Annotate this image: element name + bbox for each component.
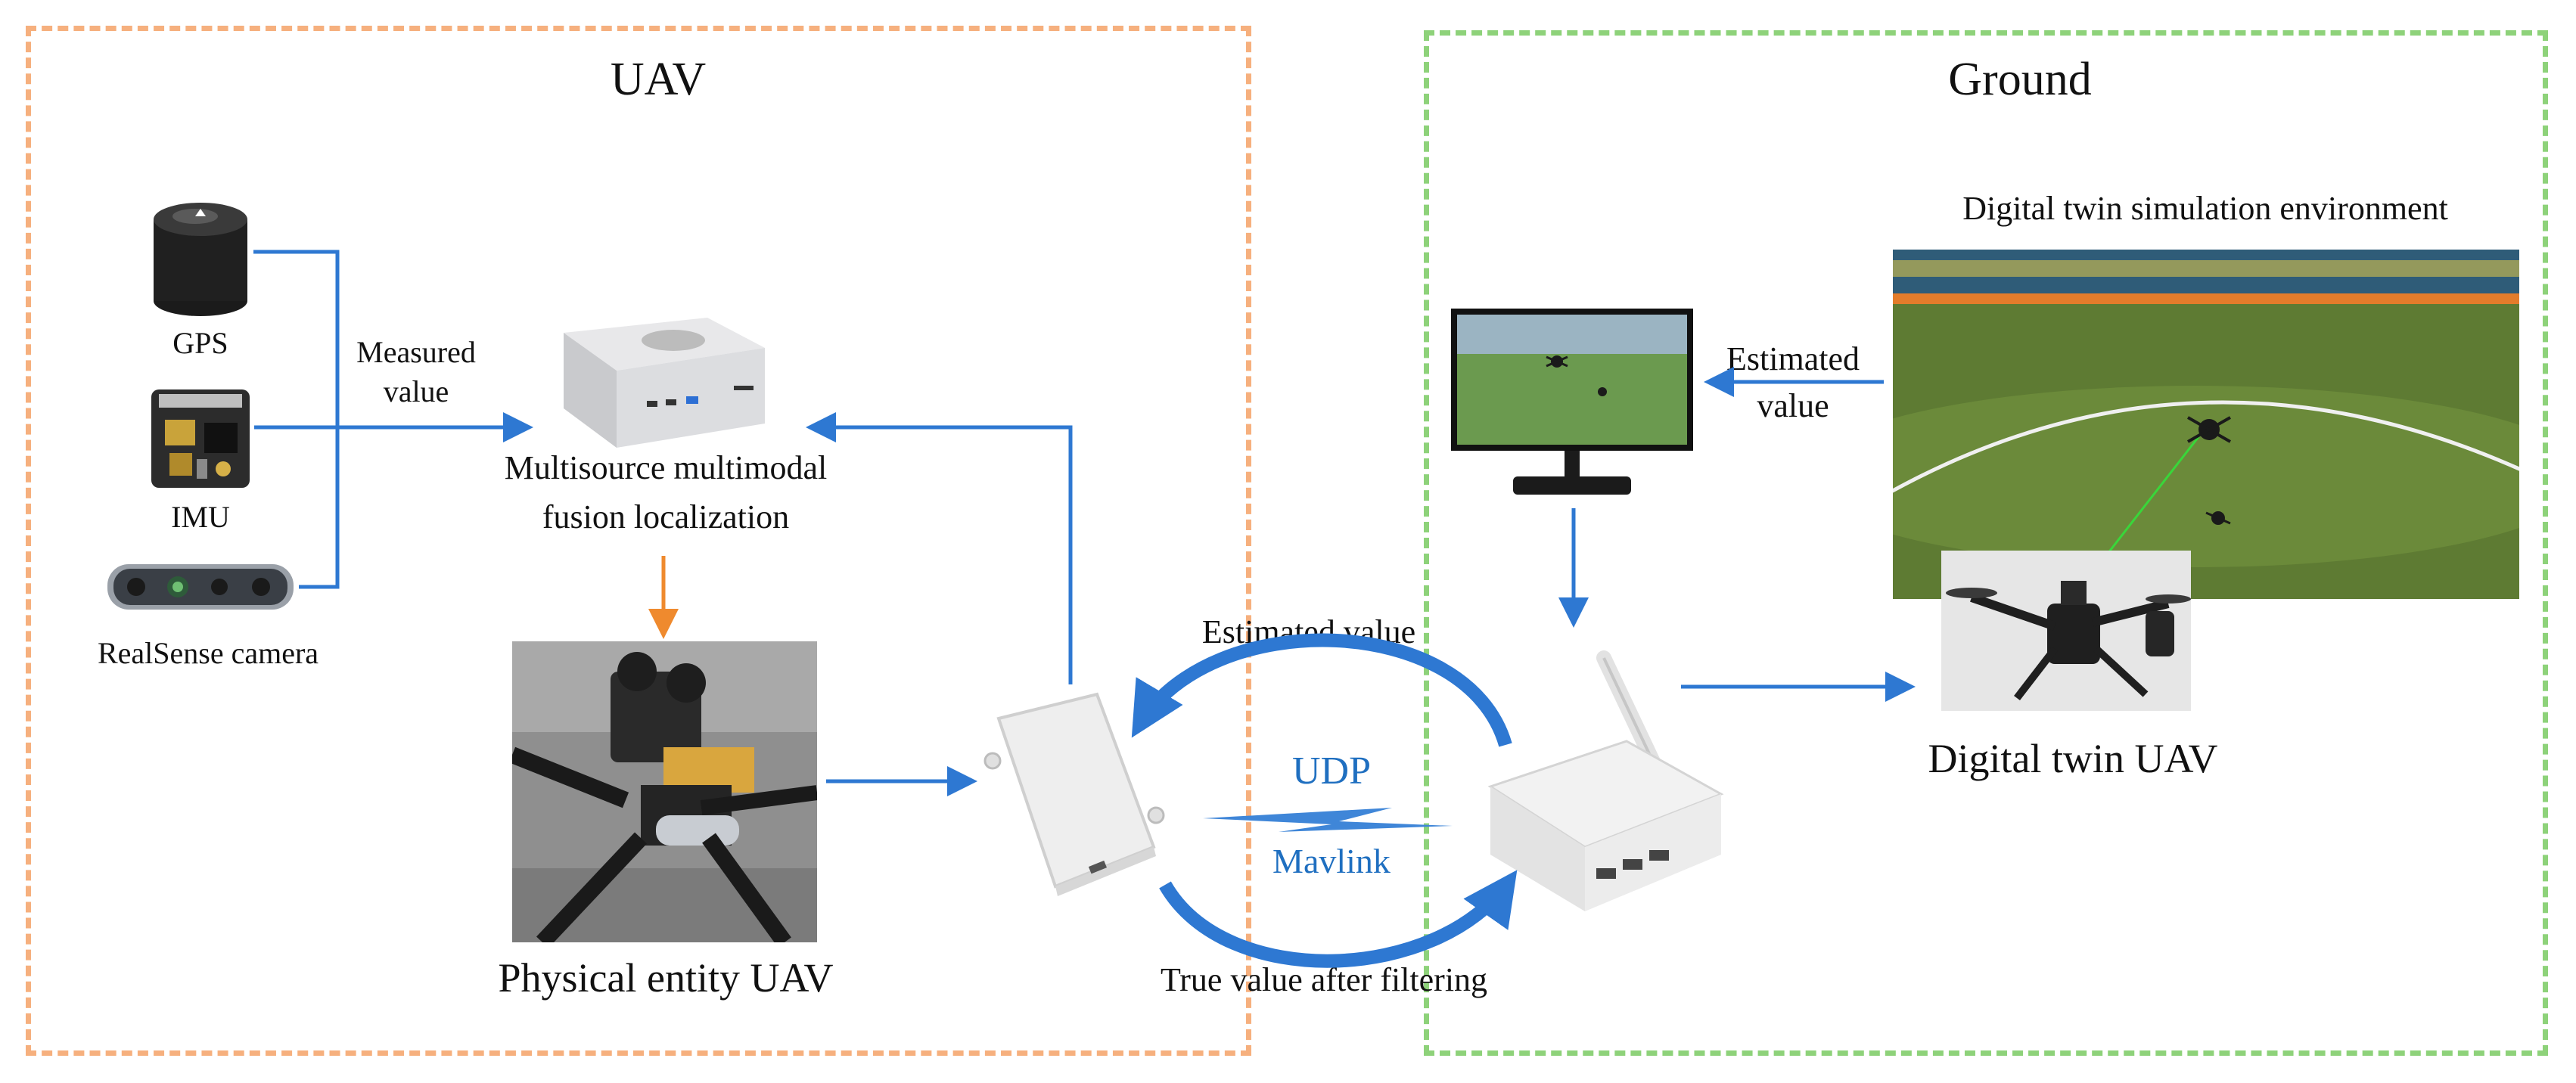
imu-sensor-image — [151, 389, 250, 488]
true-value-curved-arrow — [1159, 870, 1518, 968]
realsense-camera-label: RealSense camera — [97, 636, 319, 670]
digital-twin-uav-label: Digital twin UAV — [1928, 736, 2218, 781]
sim-env-screenshot — [1802, 250, 2576, 599]
lightning-bolt-icon — [1203, 808, 1453, 832]
gps-label: GPS — [172, 326, 228, 360]
ground-router-image — [1483, 628, 1732, 915]
fusion-label-line1: Multisource multimodal — [504, 449, 828, 486]
digital-twin-uav-render — [1941, 551, 2191, 711]
fusion-label-line2: fusion localization — [542, 498, 790, 535]
gps-sensor-image — [151, 197, 250, 318]
measured-value-label: Measured value — [356, 335, 476, 408]
estimated-value-curved-arrow — [1131, 633, 1512, 747]
physical-uav-label: Physical entity UAV — [498, 955, 834, 1001]
fusion-computer-image — [541, 318, 768, 450]
uav-panel-title: UAV — [610, 54, 707, 105]
ground-panel-title: Ground — [1948, 54, 2092, 105]
sensor-bracket — [253, 250, 340, 589]
sim-env-label: Digital twin simulation environment — [1962, 190, 2448, 227]
ground-estimated-value-label: Estimated value — [1726, 340, 1860, 424]
physical-uav-photo — [508, 641, 819, 948]
realsense-camera-image — [106, 560, 295, 614]
ground-monitor-image — [1451, 309, 1693, 498]
radio-to-fusion-arrow — [806, 412, 1073, 684]
udp-label: UDP — [1291, 749, 1372, 793]
imu-label: IMU — [171, 500, 230, 534]
mavlink-label: Mavlink — [1272, 842, 1391, 880]
uav-radio-module-image — [983, 688, 1165, 900]
ground-panel — [1424, 30, 2548, 1056]
uav-panel — [26, 26, 1251, 1056]
